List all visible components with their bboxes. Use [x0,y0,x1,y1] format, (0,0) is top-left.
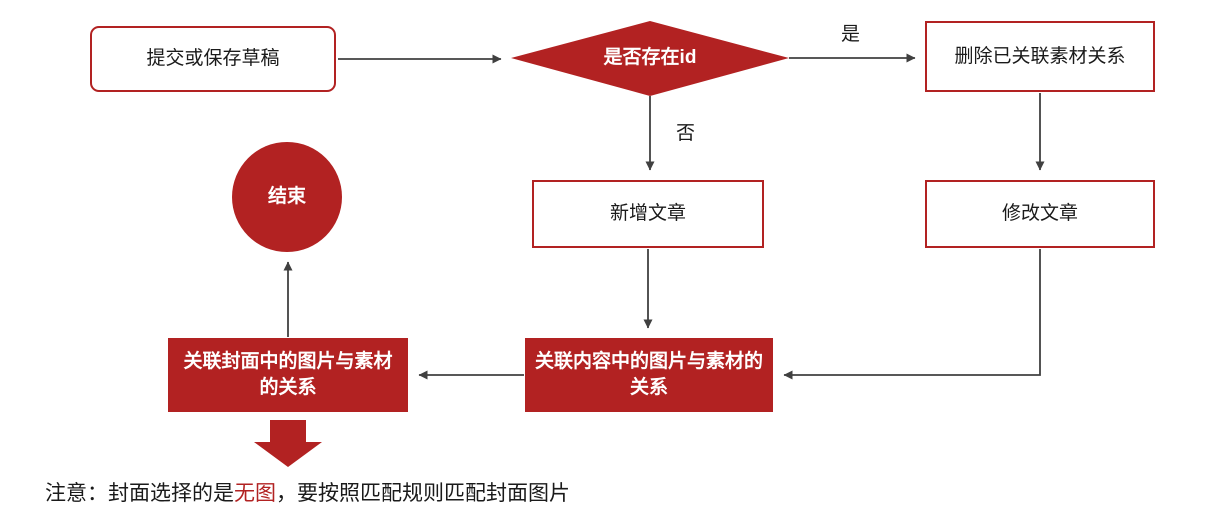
edge-modify-content [783,249,1041,380]
note-highlight: 无图 [234,482,276,505]
node-end: 结束 [232,142,342,252]
node-decision: 是否存在id [603,47,697,69]
node-associate-content: 关联内容中的图片与素材的关系 [525,338,773,412]
down-block-arrow-icon [254,420,322,467]
note-prefix: 注意：封面选择的是 [45,482,234,505]
note-text: 注意：封面选择的是无图，要按照匹配规则匹配封面图片 [45,477,570,507]
node-associate-cover: 关联封面中的图片与素材的关系 [168,338,408,412]
node-delete-relation: 删除已关联素材关系 [925,21,1155,92]
node-modify-article: 修改文章 [925,180,1155,248]
node-new-article: 新增文章 [532,180,764,248]
edge-label-no: 否 [676,123,696,144]
edge-label-yes: 是 [841,24,861,45]
note-suffix: ，要按照匹配规则匹配封面图片 [276,482,570,505]
node-start: 提交或保存草稿 [90,26,336,92]
decision-diamond-shape [511,21,789,96]
